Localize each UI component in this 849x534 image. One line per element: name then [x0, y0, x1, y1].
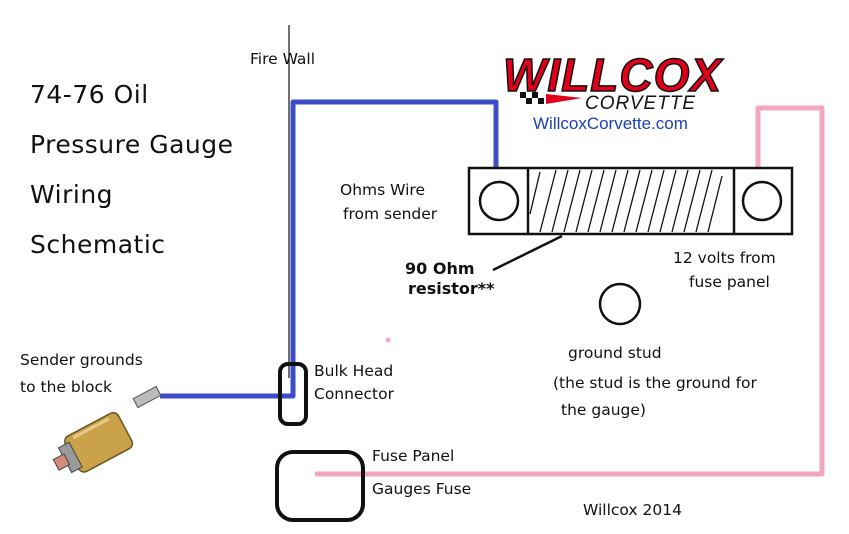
resistor-hatching: [529, 169, 723, 233]
title-line-4: Schematic: [30, 230, 166, 259]
power-terminal: [741, 180, 783, 222]
title-line-2: Pressure Gauge: [30, 130, 234, 159]
ground-stud-label: ground stud: [568, 344, 662, 362]
resistor-label-2: resistor**: [408, 279, 495, 298]
resistor-pointer: [492, 234, 563, 272]
fuse-panel-label: Fuse Panel: [372, 447, 455, 465]
corvette-logo: CORVETTE: [585, 93, 697, 114]
pink-dot: [385, 337, 391, 343]
gauge-body: [467, 166, 794, 236]
ohms-wire-label-2: from sender: [343, 205, 438, 223]
credit-label: Willcox 2014: [583, 501, 682, 519]
stud-note-2: the gauge): [561, 401, 646, 419]
sender-label-1: Sender grounds: [20, 351, 143, 369]
ohms-wire-label-1: Ohms Wire: [340, 181, 425, 199]
bulkhead-label-1: Bulk Head: [314, 362, 394, 380]
volts-label-2: fuse panel: [689, 273, 770, 291]
ohms-wire: [160, 99, 499, 399]
fire-wall-label: Fire Wall: [250, 50, 316, 68]
sender-icon: [52, 385, 162, 474]
willcox-logo: WILLCOX: [502, 49, 723, 101]
checkered-flag-icon: [520, 92, 582, 104]
logo-url: WillcoxCorvette.com: [533, 114, 688, 133]
stud-note-1: (the stud is the ground for: [553, 374, 757, 392]
bulkhead-connector: [278, 362, 308, 426]
sender-label-2: to the block: [20, 378, 112, 396]
resistor-label-1: 90 Ohm: [405, 259, 475, 278]
bulkhead-label-2: Connector: [314, 385, 394, 403]
ohms-terminal: [478, 180, 520, 222]
gauges-fuse-label: Gauges Fuse: [372, 480, 472, 498]
title-line-1: 74-76 Oil: [30, 80, 149, 109]
power-wire: [315, 105, 825, 477]
ground-stud: [598, 282, 642, 326]
volts-label-1: 12 volts from: [673, 249, 776, 267]
title-line-3: Wiring: [30, 180, 114, 209]
fuse-panel-box: [275, 450, 365, 522]
